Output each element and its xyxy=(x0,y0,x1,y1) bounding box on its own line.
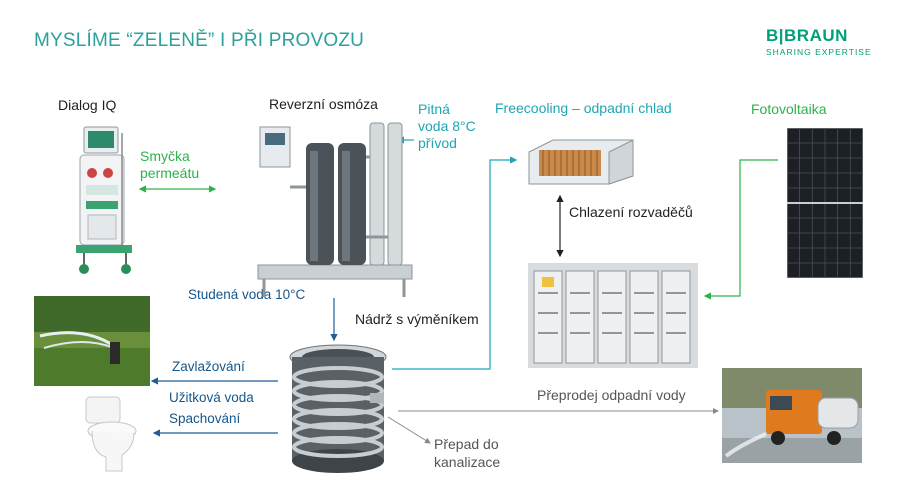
dialog-iq-label: Dialog IQ xyxy=(58,97,117,113)
sprinkler-image xyxy=(34,296,150,386)
permeate-loop-label: Smyčka permeátu xyxy=(140,148,199,182)
flushing-label: Spachování xyxy=(169,411,241,426)
logo-main-text: B|BRAUN xyxy=(766,26,848,45)
permeate-loop-line2: permeátu xyxy=(140,165,200,181)
page-title: MYSLÍME “ZELENĚ” I PŘI PROVOZU xyxy=(34,30,365,51)
freecooling-pipe xyxy=(392,156,518,370)
tank-label: Nádrž s výměníkem xyxy=(355,311,479,327)
drinking-water-line2: voda 8°C xyxy=(418,118,476,134)
pv-power-line xyxy=(703,159,778,300)
irrigation-label: Zavlažování xyxy=(172,359,245,374)
dialysis-machine-image xyxy=(76,126,132,274)
freecooling-unit-image xyxy=(528,139,634,185)
overflow-line1: Přepad do xyxy=(434,436,499,452)
waste-water-resale-label: Přeprodej odpadní vody xyxy=(537,387,686,403)
overflow-label: Přepad do kanalizace xyxy=(434,435,500,471)
permeate-loop-line1: Smyčka xyxy=(140,148,190,164)
reverse-osmosis-image xyxy=(257,122,413,297)
toilet-image xyxy=(85,396,137,472)
bbraun-logo: B|BRAUN SHARING EXPERTISE xyxy=(766,26,876,57)
logo-tagline: SHARING EXPERTISE xyxy=(766,47,872,57)
overflow-line2: kanalizace xyxy=(434,454,501,470)
cabinet-cooling-label: Chlazení rozvaděčů xyxy=(569,204,693,220)
solar-panel-image xyxy=(787,128,863,278)
utility-water-label: Užitková voda xyxy=(169,390,254,405)
street-cleaning-truck-image xyxy=(722,368,862,463)
switchboard-image xyxy=(528,263,698,368)
heat-exchanger-tank-image xyxy=(289,344,387,473)
reverse-osmosis-label: Reverzní osmóza xyxy=(269,96,378,112)
drinking-water-label: Pitná voda 8°C přívod xyxy=(418,101,476,152)
freecooling-label: Freecooling – odpadní chlad xyxy=(495,100,672,116)
cold-water-label: Studená voda 10°C xyxy=(188,287,306,302)
drinking-water-line1: Pitná xyxy=(418,101,450,117)
photovoltaics-label: Fotovoltaika xyxy=(751,101,827,117)
overflow-arrow xyxy=(387,416,431,444)
drinking-water-line3: přívod xyxy=(418,135,457,151)
